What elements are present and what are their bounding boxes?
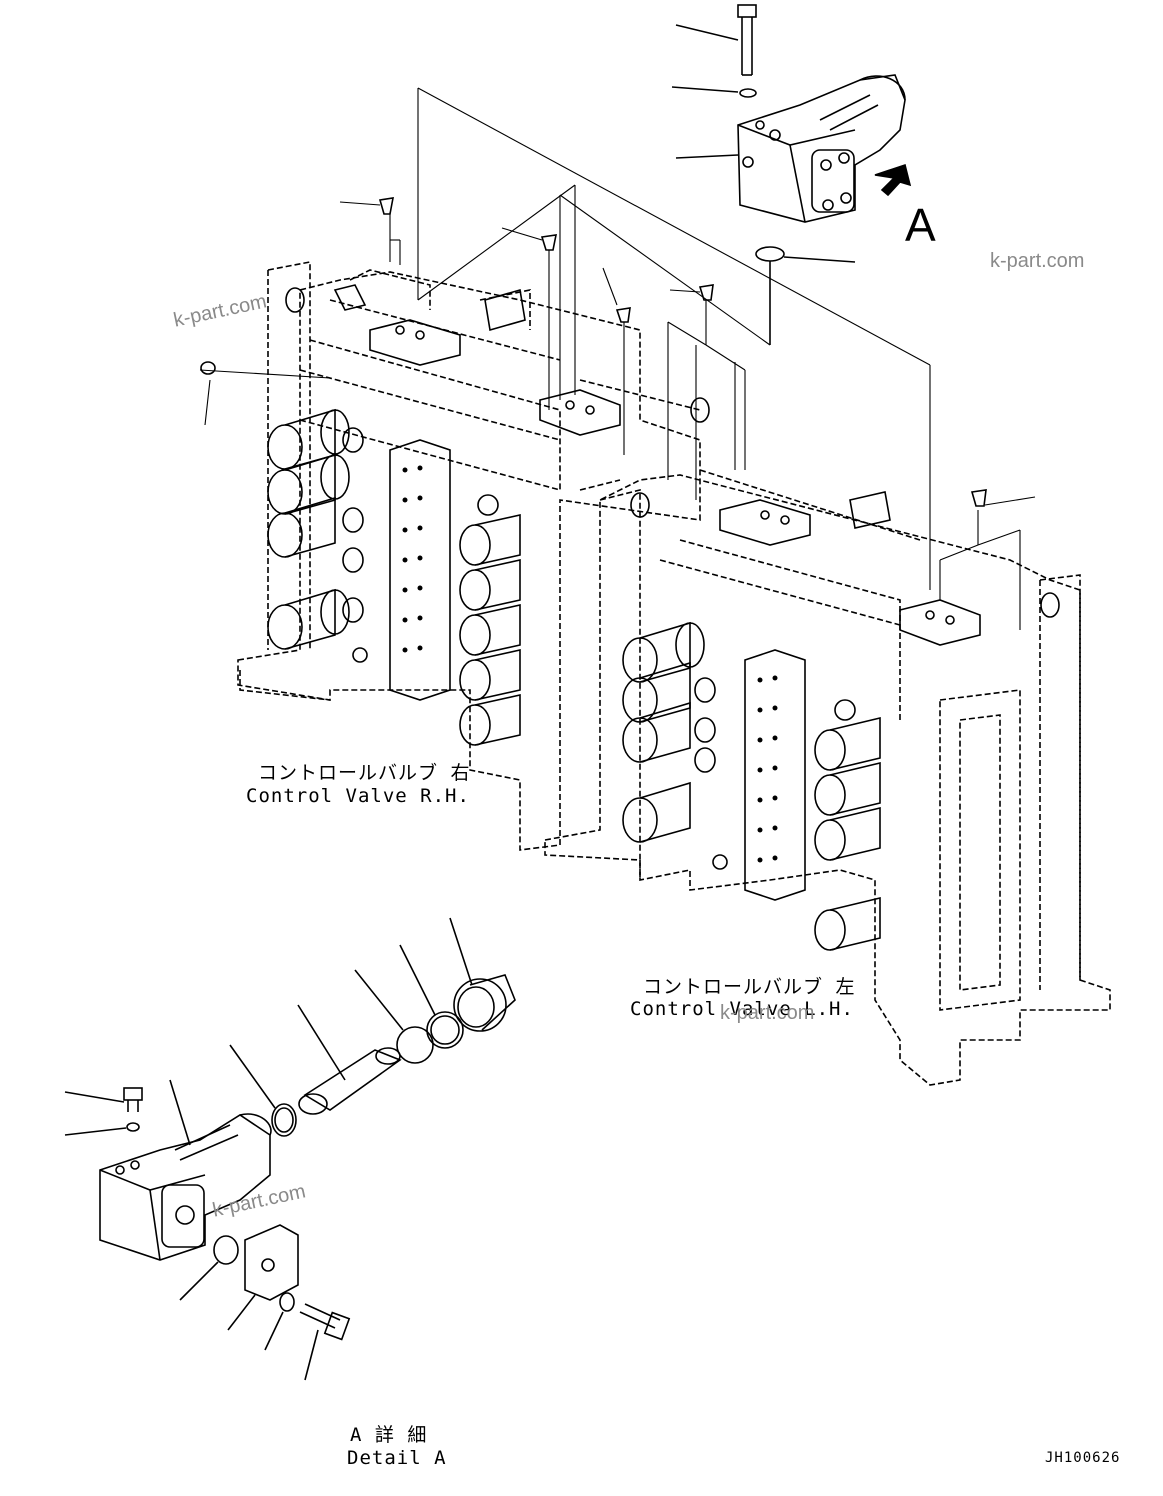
view-letter-a: A	[905, 199, 936, 251]
detail-a-label-ja: A 詳 細	[350, 1424, 428, 1446]
drawing-code: JH100626	[1045, 1450, 1121, 1466]
control-valve-lh-solid	[285, 287, 1060, 951]
control-valve-lh-label-en: Control Valve L.H.	[630, 998, 854, 1020]
watermark: k-part.com	[990, 250, 1085, 272]
leader-lines	[199, 87, 1036, 630]
control-valve-rh-label-ja: コントロールバルブ 右	[258, 762, 471, 784]
control-valve-rh-solid	[267, 284, 621, 746]
control-valve-rh-label-en: Control Valve R.H.	[246, 785, 470, 807]
top-valve-assembly	[671, 4, 912, 345]
control-valve-lh	[544, 469, 1111, 1086]
detail-a-label-en: Detail A	[347, 1447, 447, 1469]
plug-parts	[200, 197, 987, 507]
control-valve-lh-label-ja: コントロールバルブ 左	[643, 976, 856, 998]
watermark: k-part.com	[720, 1002, 815, 1024]
detail-a-exploded	[64, 917, 516, 1381]
